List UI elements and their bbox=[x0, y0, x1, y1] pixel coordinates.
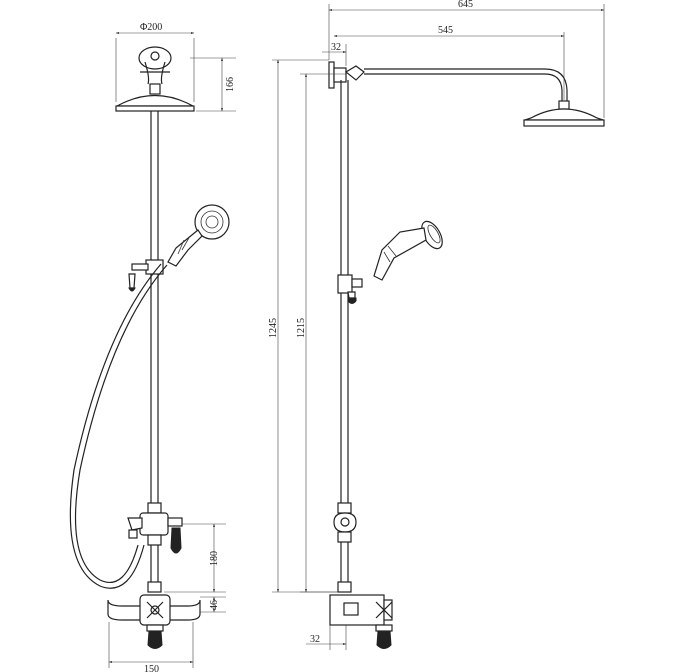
dim-diverter-height: 180 bbox=[209, 551, 220, 566]
side-hand-shower bbox=[373, 220, 443, 281]
side-dimensions: 645 545 32 1245 1215 32 bbox=[268, 0, 605, 650]
side-shower-head bbox=[523, 100, 605, 127]
front-lower-pipe bbox=[147, 545, 162, 593]
front-thermostatic-valve bbox=[107, 594, 201, 649]
dim-arm-length: 545 bbox=[438, 25, 453, 36]
side-view: 645 545 32 1245 1215 32 bbox=[268, 0, 605, 650]
dim-inlet-centres: 150 bbox=[144, 664, 159, 672]
dim-total-height: 1245 bbox=[268, 318, 279, 338]
dim-head-diameter: Φ200 bbox=[140, 22, 162, 33]
side-shower-arm bbox=[344, 65, 568, 101]
dim-wall-offset-bottom: 32 bbox=[310, 634, 320, 645]
front-wall-bracket bbox=[138, 46, 172, 85]
side-lower-pipe bbox=[337, 542, 352, 593]
front-view: Φ200 166 180 46 150 bbox=[69, 22, 236, 672]
dim-wall-offset-top: 32 bbox=[331, 42, 341, 53]
front-dimensions: Φ200 166 180 46 150 bbox=[108, 22, 236, 672]
dim-rail-height: 1215 bbox=[296, 318, 307, 338]
side-slide-bracket bbox=[337, 274, 363, 304]
side-thermostatic-valve bbox=[329, 594, 393, 649]
dim-inlet-offset: 46 bbox=[209, 600, 220, 610]
dim-head-height: 166 bbox=[225, 77, 236, 92]
front-riser-pipe bbox=[150, 111, 159, 505]
front-hose bbox=[69, 263, 168, 589]
front-hand-shower bbox=[167, 204, 230, 267]
side-diverter bbox=[333, 502, 357, 543]
front-slide-bracket bbox=[128, 259, 164, 292]
dim-overall-width: 645 bbox=[458, 0, 473, 10]
front-shower-head bbox=[115, 83, 195, 112]
side-wall-plate bbox=[328, 61, 347, 89]
front-diverter bbox=[127, 502, 183, 554]
